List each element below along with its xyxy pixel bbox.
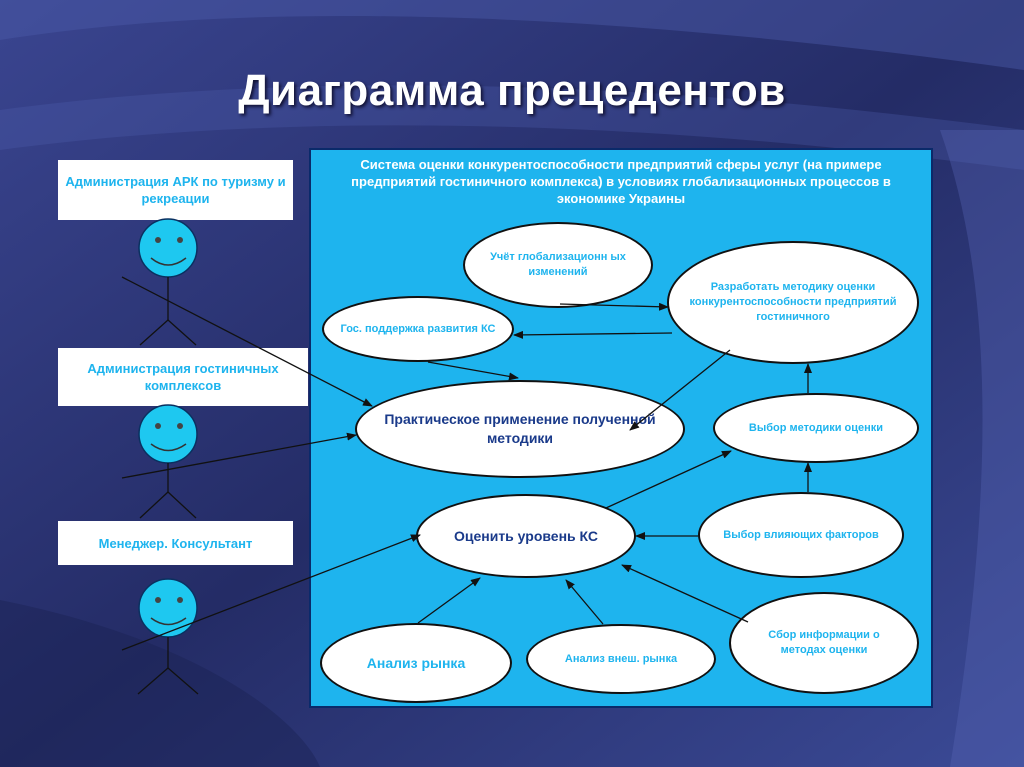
usecase-collect-info: Сбор информации о методах оценки [729,592,919,694]
usecase-globalization: Учёт глобализационн ых изменений [463,222,653,308]
actor-label-ark: Администрация АРК по туризму и рекреации [58,160,293,220]
usecase-market-analysis: Анализ рынка [320,623,512,703]
usecase-practical-application: Практическое применение полученной метод… [355,380,685,478]
usecase-gov-support: Гос. поддержка развития КС [322,296,514,362]
usecase-external-market-analysis: Анализ внеш. рынка [526,624,716,694]
system-title: Система оценки конкурентоспособности пре… [351,157,891,206]
usecase-choose-method: Выбор методики оценки [713,393,919,463]
usecase-evaluate-level: Оценить уровень КС [416,494,636,578]
usecase-develop-methodology: Разработать методику оценки конкурентосп… [667,241,919,364]
slide-title: Диаграмма прецедентов [238,66,786,115]
usecase-choose-factors: Выбор влияющих факторов [698,492,904,578]
actor-label-hotel-admin: Администрация гостиничных комплексов [58,348,308,406]
actor-label-manager: Менеджер. Консультант [58,521,293,565]
